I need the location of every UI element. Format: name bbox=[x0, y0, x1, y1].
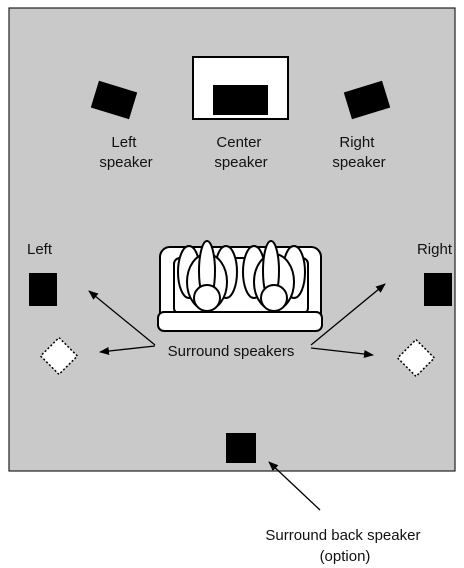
arrow-to-right-optional bbox=[310, 347, 374, 358]
arrow-to-right-surround bbox=[310, 283, 386, 346]
arrow-to-left-optional bbox=[99, 345, 156, 356]
surround-arrows bbox=[88, 283, 386, 511]
surround-speakers-label: Surround speakers bbox=[168, 343, 295, 360]
arrow-to-left-surround bbox=[88, 290, 156, 346]
center-speaker-icon bbox=[213, 85, 268, 115]
surround-right-speaker-icon bbox=[424, 273, 452, 306]
optional-left-speaker-icon bbox=[39, 336, 79, 376]
side-right-label: Right bbox=[417, 241, 453, 258]
optional-right-speaker-icon bbox=[396, 338, 436, 378]
sofa-with-listeners-icon bbox=[157, 240, 323, 332]
center-label: Center speaker bbox=[214, 134, 267, 171]
front-left-label: Left speaker bbox=[99, 134, 152, 171]
front-right-label: Right speaker bbox=[332, 134, 385, 171]
front-left-speaker-icon bbox=[90, 80, 138, 120]
front-right-speaker-icon bbox=[343, 80, 391, 120]
surround-back-label: Surround back speaker (option) bbox=[265, 527, 424, 565]
surround-left-speaker-icon bbox=[29, 273, 57, 306]
center-speaker bbox=[192, 56, 289, 120]
arrow-to-surround-back bbox=[268, 461, 321, 511]
side-left-label: Left bbox=[27, 241, 53, 258]
surround-back-speaker-icon bbox=[226, 433, 256, 463]
